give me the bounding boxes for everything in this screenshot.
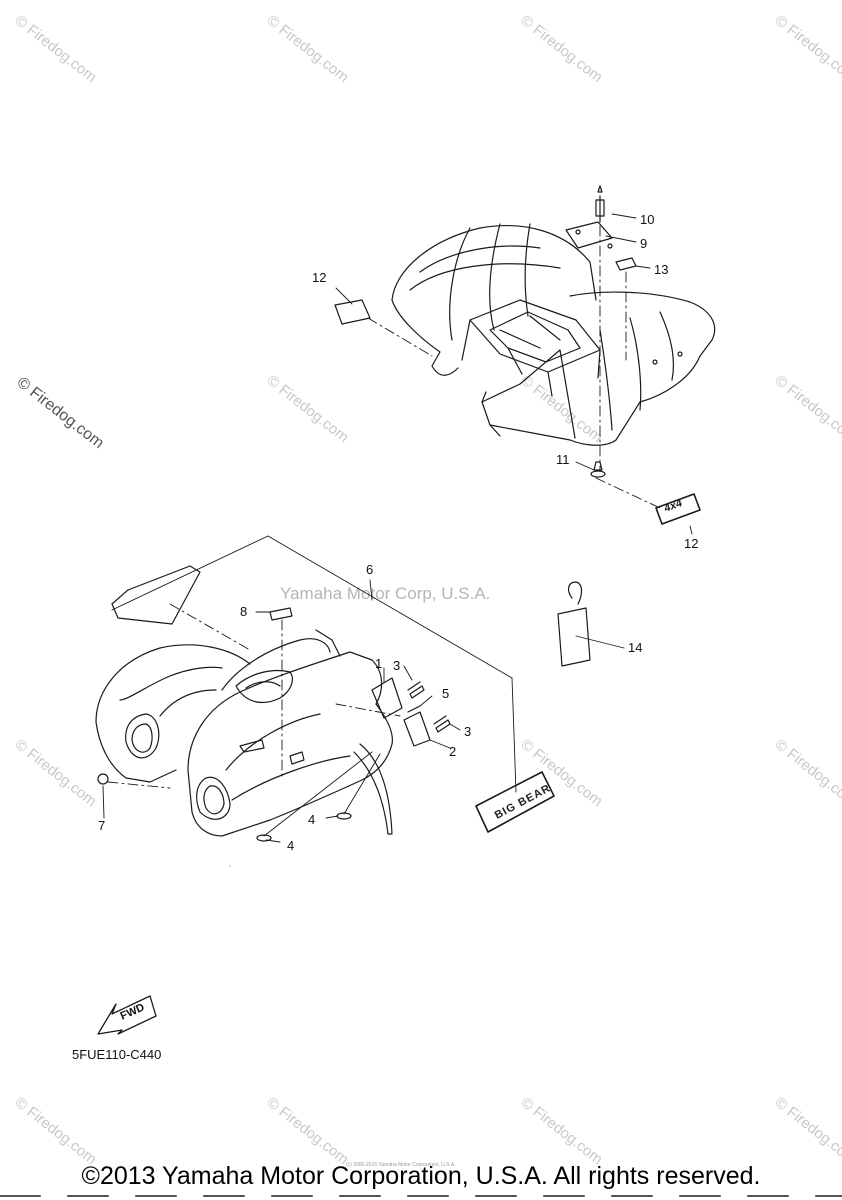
callout-3: 3: [464, 724, 472, 739]
callout-7: 7: [98, 818, 106, 833]
tiny-copyright: (c) 2000-2015 Yamaha Motor Corporation, …: [346, 1162, 456, 1168]
callout-4: 4: [287, 838, 295, 853]
fwd-arrow-icon: [97, 995, 157, 1035]
callout-12: 12: [312, 270, 327, 285]
callout-5: 5: [442, 686, 450, 701]
callout-12: 12: [684, 536, 699, 551]
rear-fender: [334, 185, 716, 525]
callout-3: 3: [393, 658, 401, 673]
callout-10: 10: [640, 212, 655, 227]
callout-11: 11: [556, 452, 570, 467]
center-watermark: Yamaha Motor Corp, U.S.A.: [280, 584, 491, 603]
front-leader-lines: [102, 535, 625, 867]
callout-8: 8: [240, 604, 248, 619]
callout-1: 1: [375, 656, 383, 671]
copyright-footer: ©2013 Yamaha Motor Corporation, U.S.A. A…: [81, 1162, 761, 1190]
callout-9: 9: [640, 236, 648, 251]
callout-14: 14: [628, 640, 643, 655]
callout-13: 13: [654, 262, 669, 277]
diagram-code: 5FUE110-C440: [72, 1047, 162, 1062]
rear-leader-lines: [335, 213, 693, 535]
callout-6: 6: [366, 562, 374, 577]
callout-2: 2: [449, 744, 457, 759]
callout-4: 4: [308, 812, 316, 827]
